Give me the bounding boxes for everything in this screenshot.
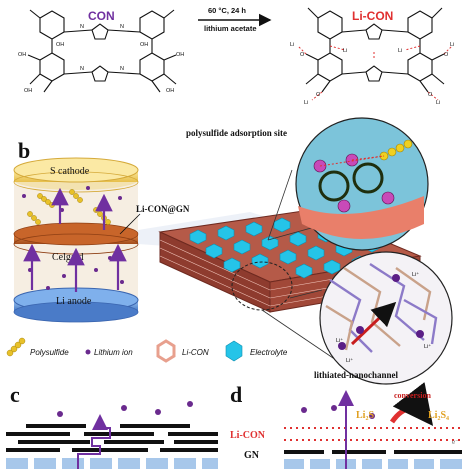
reaction-scheme: OH OH OH OH OH OH N N N N CON 60 °C, 24 … bbox=[18, 6, 454, 106]
oh-label: OH bbox=[56, 42, 64, 48]
li2s-label: Li₂S bbox=[356, 410, 374, 421]
li-anode-label: Li anode bbox=[56, 296, 92, 307]
legend-electrolyte: Electrolyte bbox=[250, 348, 288, 357]
licon-molecule bbox=[305, 7, 445, 93]
s-cathode-label: S cathode bbox=[50, 166, 90, 177]
composite-label: Li-CON@GN bbox=[136, 204, 190, 214]
conversion-arrow bbox=[389, 382, 434, 426]
panel-d-ions bbox=[301, 405, 375, 419]
panel-c-letter: c bbox=[10, 382, 20, 407]
composite-pointer bbox=[119, 213, 141, 235]
adsorption-zoom bbox=[267, 117, 429, 251]
panel-d-letter: d bbox=[230, 382, 242, 407]
n-label: N bbox=[80, 66, 84, 72]
con-molecule bbox=[27, 9, 177, 93]
li2s4-label: Li₂S₄ bbox=[428, 410, 449, 421]
li-plus-label: Li⁺ bbox=[424, 343, 431, 350]
celgard-label: Celgard bbox=[52, 252, 84, 263]
s-cathode-disc bbox=[13, 157, 139, 183]
panel-b-letter: b bbox=[18, 138, 30, 163]
oh-label: OH bbox=[24, 88, 32, 94]
tortuous-ion-path bbox=[77, 414, 111, 469]
polysulfide-legend-icon bbox=[6, 337, 26, 357]
licon-title: Li-CON bbox=[352, 9, 393, 23]
li-label: Li bbox=[290, 42, 294, 48]
framework-strands bbox=[325, 262, 438, 353]
nanochannel-zoom: Li⁺ Li⁺ Li⁺ Li⁺ bbox=[261, 251, 453, 385]
li-label: Li bbox=[436, 100, 440, 106]
gn-layer-label: GN bbox=[244, 450, 260, 461]
li-plus-label: Li⁺ bbox=[412, 271, 419, 278]
o-label: O bbox=[316, 92, 321, 98]
electrolyte-legend-icon bbox=[225, 340, 243, 362]
separator-blocks bbox=[6, 458, 218, 469]
oh-label: OH bbox=[140, 42, 148, 48]
o-label: O bbox=[444, 52, 449, 58]
adsorption-site-title: polysulfide adsorption site bbox=[186, 128, 287, 138]
electron-label: e⁻ bbox=[452, 438, 459, 446]
li-label: Li bbox=[398, 48, 402, 54]
oh-label: OH bbox=[176, 52, 184, 58]
battery-cell: S cathode Celgard Li anode bbox=[13, 157, 190, 323]
oh-label: OH bbox=[18, 52, 26, 58]
li-coordination-dashes bbox=[297, 45, 453, 101]
ion-transport-arrows bbox=[23, 187, 127, 292]
panel-c-layers bbox=[6, 401, 218, 469]
li-plus-label: Li⁺ bbox=[336, 337, 343, 344]
n-label: N bbox=[80, 24, 84, 30]
li-label: Li bbox=[450, 42, 454, 48]
legend: Polysulfide Lithium ion Li-CON Electroly… bbox=[6, 337, 288, 363]
lithium-ion-legend-icon bbox=[85, 349, 91, 355]
o-label: O bbox=[428, 92, 433, 98]
n-label: N bbox=[120, 66, 124, 72]
legend-licon: Li-CON bbox=[182, 348, 209, 357]
licon-dotted-lines bbox=[284, 427, 462, 441]
d-separator-blocks bbox=[284, 459, 462, 469]
li-plus-label: Li⁺ bbox=[346, 357, 353, 364]
panel-d-layers: Li-CON GN conversion Li₂S Li₂S₄ e⁻ bbox=[230, 382, 462, 469]
licon-legend-icon bbox=[156, 339, 176, 363]
legend-polysulfide: Polysulfide bbox=[30, 348, 69, 357]
o-label: O bbox=[300, 52, 305, 58]
li-transport-arrow bbox=[350, 301, 397, 346]
reaction-condition-temperature: 60 °C, 24 h bbox=[208, 6, 246, 15]
nanochannel-label: lithiated-nanochannel bbox=[314, 370, 399, 380]
licon-layer-label: Li-CON bbox=[230, 430, 266, 441]
li-label: Li bbox=[304, 100, 308, 106]
oh-label: OH bbox=[166, 88, 174, 94]
legend-lithium-ion: Lithium ion bbox=[94, 348, 133, 357]
n-label: N bbox=[120, 24, 124, 30]
li-label: Li bbox=[343, 48, 347, 54]
gn-stripes bbox=[284, 450, 462, 454]
graphene-stripes bbox=[6, 424, 218, 452]
reaction-condition-reagent: lithium acetate bbox=[204, 24, 257, 33]
li-ion-markers bbox=[338, 274, 424, 350]
conversion-label: conversion bbox=[394, 391, 431, 400]
molecule-ring bbox=[318, 162, 384, 202]
panel-c-ions bbox=[57, 401, 193, 417]
con-title: CON bbox=[88, 9, 115, 23]
